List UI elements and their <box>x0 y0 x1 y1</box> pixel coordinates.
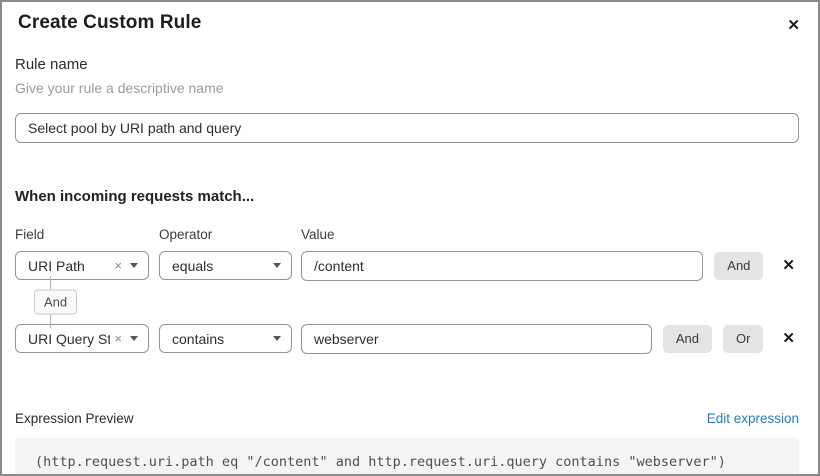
clear-field-icon[interactable]: × <box>114 258 122 273</box>
and-button-row2[interactable]: And <box>662 324 712 353</box>
close-icon[interactable]: ✕ <box>781 14 806 37</box>
chevron-down-icon <box>130 263 138 268</box>
chevron-down-icon <box>273 336 281 341</box>
connector-and-badge: And <box>34 289 78 315</box>
dialog-header: Create Custom Rule ✕ <box>2 2 818 37</box>
field-select-value: URI Query St... <box>28 330 111 347</box>
remove-condition-icon-row2[interactable]: ✕ <box>778 329 799 348</box>
rule-name-label: Rule name <box>15 56 88 73</box>
expression-preview-label: Expression Preview <box>15 411 134 426</box>
condition-row-1: URI Path × equals And ✕ <box>15 250 799 281</box>
operator-select-value: equals <box>172 257 214 274</box>
field-select-value: URI Path <box>28 257 85 274</box>
operator-column-label: Operator <box>159 227 213 242</box>
field-select-row2[interactable]: URI Query St... × <box>15 324 149 353</box>
operator-select-value: contains <box>172 330 225 347</box>
rule-name-input[interactable] <box>15 113 799 143</box>
value-column-label: Value <box>301 227 335 242</box>
and-button-row1[interactable]: And <box>714 251 764 280</box>
remove-condition-icon-row1[interactable]: ✕ <box>778 256 799 275</box>
operator-select-row1[interactable]: equals <box>159 251 292 280</box>
condition-column-labels: Field Operator Value <box>15 227 799 242</box>
match-section-heading: When incoming requests match... <box>15 188 255 205</box>
value-input-row2[interactable] <box>301 323 652 354</box>
operator-select-row2[interactable]: contains <box>159 324 292 353</box>
field-column-label: Field <box>15 227 45 242</box>
condition-connector: And <box>15 276 799 328</box>
field-select-row1[interactable]: URI Path × <box>15 251 149 280</box>
or-button-row2[interactable]: Or <box>722 324 764 353</box>
page-title: Create Custom Rule <box>18 12 202 33</box>
expression-preview-code: (http.request.uri.path eq "/content" and… <box>15 438 799 474</box>
edit-expression-link[interactable]: Edit expression <box>706 411 799 426</box>
rule-name-helper: Give your rule a descriptive name <box>15 80 224 96</box>
clear-field-icon[interactable]: × <box>114 331 122 346</box>
chevron-down-icon <box>273 263 281 268</box>
value-input-row1[interactable] <box>301 250 704 281</box>
condition-row-2: URI Query St... × contains And Or ✕ <box>15 323 799 354</box>
chevron-down-icon <box>130 336 138 341</box>
